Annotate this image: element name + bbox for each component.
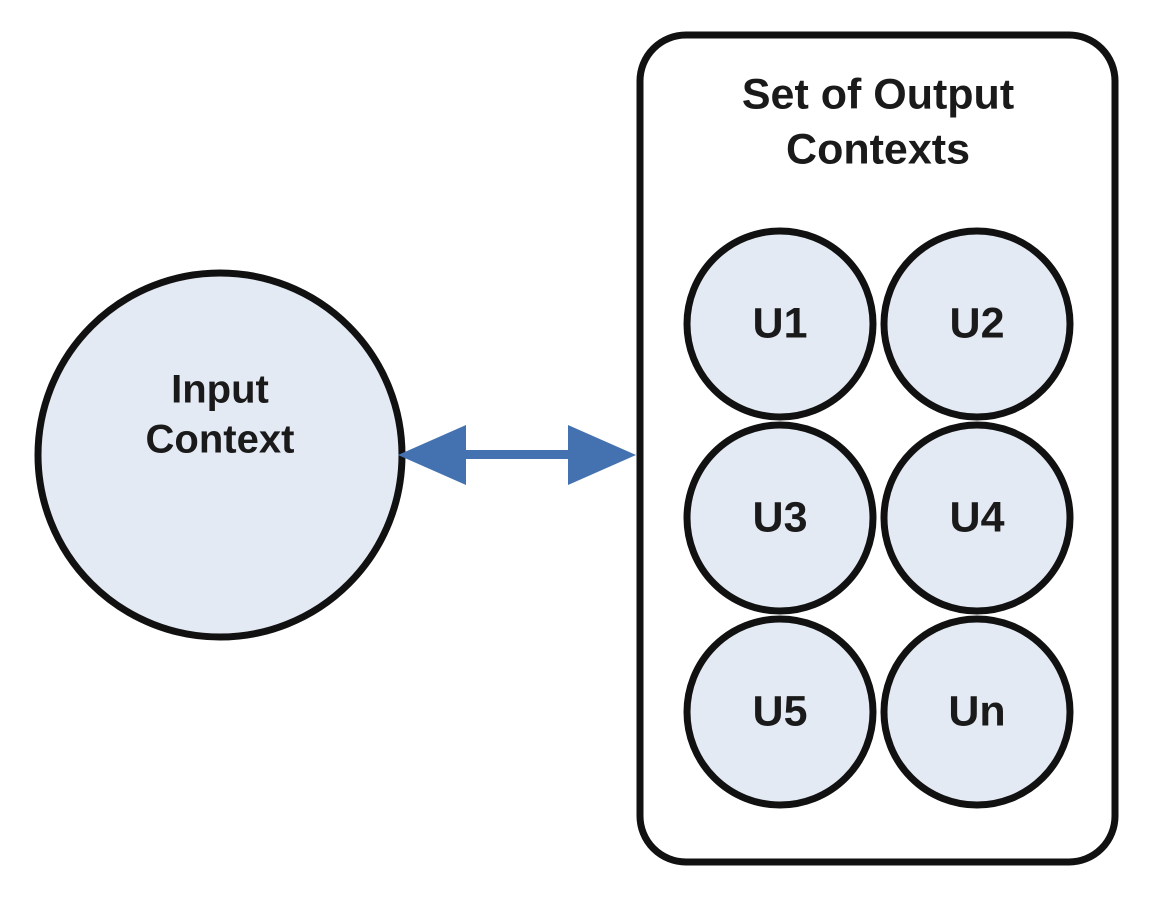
output-node-u3-label: U3	[753, 493, 808, 541]
output-node-u4-label: U4	[950, 493, 1005, 541]
output-node-un[interactable]: Un	[880, 615, 1074, 809]
arrow-head-right	[568, 425, 636, 485]
output-node-u4-circle[interactable]	[880, 421, 1074, 615]
output-node-u5-label: U5	[753, 687, 808, 735]
output-node-u2[interactable]: U2	[880, 227, 1074, 421]
arrow-head-left	[398, 425, 466, 485]
output-node-u4[interactable]: U4	[880, 421, 1074, 615]
output-contexts-title-line2: Contexts	[786, 125, 970, 173]
bidirectional-arrow-icon	[398, 425, 636, 485]
output-node-un-circle[interactable]	[880, 615, 1074, 809]
output-node-u1-circle[interactable]	[683, 227, 877, 421]
output-node-u1-label: U1	[753, 299, 808, 347]
output-node-u1[interactable]: U1	[683, 227, 877, 421]
output-node-un-label: Un	[948, 687, 1005, 735]
input-context-label-line1: Input	[171, 368, 269, 412]
output-node-u5[interactable]: U5	[683, 615, 877, 809]
input-context-node[interactable]: Input Context	[34, 269, 406, 641]
output-contexts-group[interactable]: Set of Output Contexts U1 U2 U3 U4	[636, 31, 1119, 866]
arrow-shaft	[452, 450, 572, 459]
input-context-label-line2: Context	[146, 418, 295, 462]
output-node-u3[interactable]: U3	[683, 421, 877, 615]
output-node-u2-label: U2	[950, 299, 1005, 347]
output-node-u5-circle[interactable]	[683, 615, 877, 809]
output-node-u3-circle[interactable]	[683, 421, 877, 615]
output-node-u2-circle[interactable]	[880, 227, 1074, 421]
output-contexts-title-line1: Set of Output	[742, 70, 1014, 118]
